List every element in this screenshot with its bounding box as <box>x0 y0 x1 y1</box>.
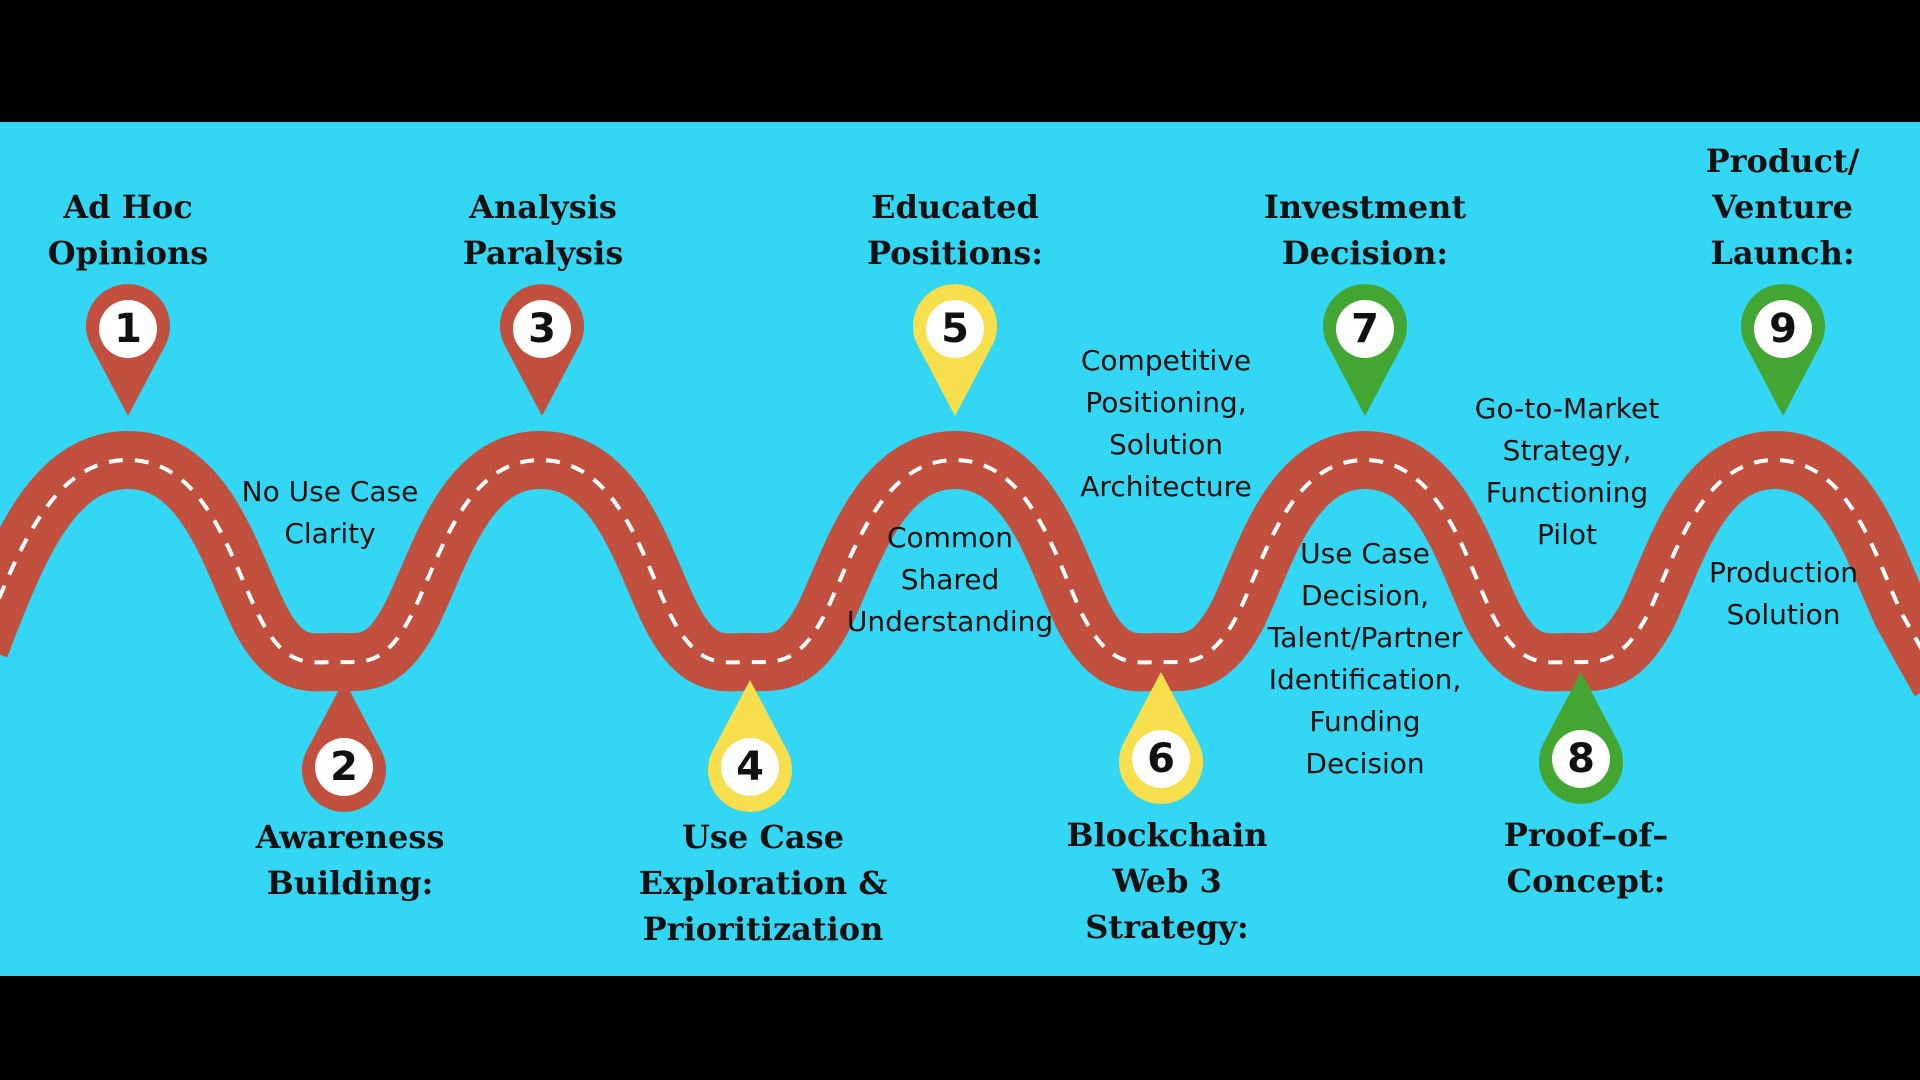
stage-4-title: Use Case Exploration & Prioritization <box>638 818 888 948</box>
stage-6-number: 6 <box>1147 736 1175 782</box>
stage-7-pin: 7 <box>1320 284 1410 416</box>
map-pin-icon <box>913 284 997 416</box>
map-pin-icon <box>708 680 792 812</box>
stage-2-title: Awareness Building: <box>255 818 445 902</box>
stage-8-number: 8 <box>1567 736 1595 782</box>
map-pin-icon <box>1741 284 1825 416</box>
stage-5-title: Educated Positions: <box>866 188 1044 272</box>
stage-2-description: No Use Case Clarity <box>241 475 419 550</box>
stage-9-description: Production Solution <box>1709 556 1858 631</box>
stage-7-title: Investment Decision: <box>1263 188 1467 272</box>
map-pin-icon <box>500 284 584 416</box>
map-pin-icon <box>86 284 170 416</box>
stage-6-description: Competitive Positioning, Solution Archit… <box>1080 344 1252 503</box>
stage-3-number: 3 <box>528 306 556 352</box>
road-centerline <box>0 457 1920 665</box>
stage-8-title: Proof–of– Concept: <box>1503 816 1669 900</box>
stage-4-pin: 4 <box>705 680 795 812</box>
roadmap-canvas: Ad Hoc Opinions 1 No Use Case Clarity 2 … <box>0 122 1920 976</box>
stage-3-pin: 3 <box>497 284 587 416</box>
stage-5-pin: 5 <box>910 284 1000 416</box>
stage-1-number: 1 <box>114 306 142 352</box>
stage-9-number: 9 <box>1769 306 1797 352</box>
winding-road <box>0 430 1920 697</box>
stage-6-title: Blockchain Web 3 Strategy: <box>1066 816 1268 946</box>
stage-3-title: Analysis Paralysis <box>462 188 624 272</box>
stage-7-number: 7 <box>1351 306 1379 352</box>
stage-6-pin: 6 <box>1116 672 1206 804</box>
map-pin-icon <box>1323 284 1407 416</box>
stage-8-pin: 8 <box>1536 672 1626 804</box>
stage-1-title: Ad Hoc Opinions <box>47 188 209 272</box>
map-pin-icon <box>302 680 386 812</box>
stage-5-description: Common Shared Understanding <box>846 521 1054 638</box>
stage-9-pin: 9 <box>1738 284 1828 416</box>
map-pin-icon <box>1539 672 1623 804</box>
stage-9-title: Product/ Venture Launch: <box>1705 142 1860 272</box>
stage-5-number: 5 <box>941 306 969 352</box>
stage-7-description: Use Case Decision, Talent/Partner Identi… <box>1267 537 1463 780</box>
stage-8-description: Go-to-Market Strategy, Functioning Pilot <box>1474 392 1660 551</box>
stage-1-pin: 1 <box>83 284 173 416</box>
map-pin-icon <box>1119 672 1203 804</box>
stage-2-number: 2 <box>330 744 358 790</box>
stage-2-pin: 2 <box>299 680 389 812</box>
stage-4-number: 4 <box>736 744 764 790</box>
